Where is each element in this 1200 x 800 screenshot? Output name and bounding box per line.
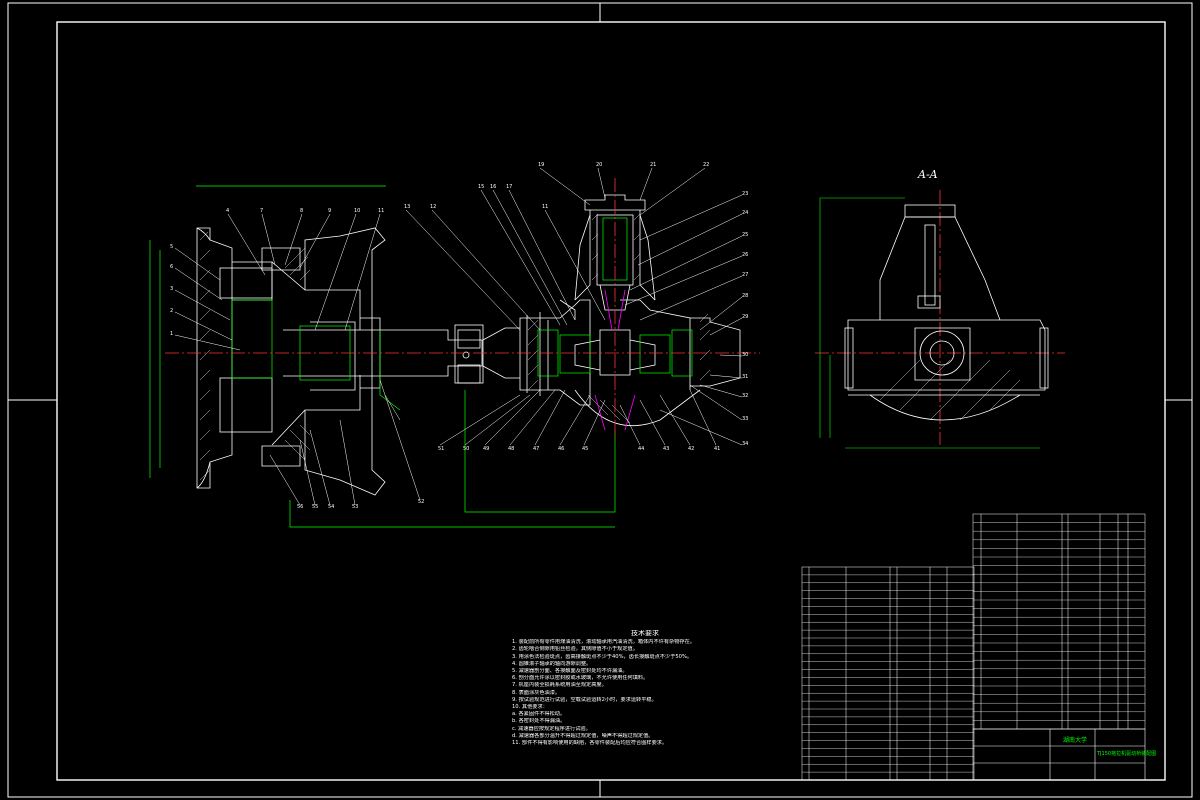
- svg-text:29: 29: [742, 314, 748, 320]
- title-block: [972, 728, 1146, 781]
- school-name: 湖南大学: [1063, 736, 1087, 744]
- svg-text:20: 20: [596, 162, 602, 168]
- tech-line: 2. 齿轮啮合侧隙用铅丝检验，其侧隙值不小于规定值。: [512, 646, 638, 653]
- tech-line: 6. 剖分面允许涂以密封胶或水玻璃，不允许使用任何填料。: [512, 675, 649, 682]
- svg-text:33: 33: [742, 416, 748, 422]
- leader-lines: [174, 167, 743, 506]
- svg-text:11: 11: [542, 204, 548, 210]
- svg-text:2: 2: [170, 308, 173, 314]
- svg-text:8: 8: [300, 208, 303, 214]
- sheet-border: [7, 2, 1193, 798]
- tech-line: 4. 圆锥滚子轴承的轴向游隙调整。: [512, 660, 592, 667]
- svg-text:19: 19: [538, 162, 544, 168]
- svg-text:3: 3: [170, 286, 173, 292]
- tech-line: 9. 按试验规范进行试验，空载试验运转2小时，要求运转平稳。: [512, 696, 657, 703]
- tech-line: b. 各密封处不得漏油。: [512, 718, 566, 725]
- svg-text:24: 24: [742, 210, 748, 216]
- svg-text:7: 7: [260, 208, 263, 214]
- svg-text:10: 10: [354, 208, 360, 214]
- svg-text:9: 9: [328, 208, 331, 214]
- svg-text:47: 47: [533, 446, 539, 452]
- magenta-details: [594, 289, 636, 431]
- svg-text:4: 4: [226, 208, 229, 214]
- svg-text:31: 31: [742, 374, 748, 380]
- svg-text:23: 23: [742, 191, 748, 197]
- technical-requirements: 技术要求 1. 装配前所有零件用煤油清洗，滚动轴承用汽油清洗，箱体内不许有杂物存…: [512, 630, 778, 747]
- center-lines: [165, 178, 1065, 445]
- svg-text:45: 45: [582, 446, 588, 452]
- svg-text:21: 21: [650, 162, 656, 168]
- tech-line: 8. 表面涂灰色油漆。: [512, 689, 561, 696]
- svg-text:46: 46: [558, 446, 564, 452]
- svg-text:22: 22: [703, 162, 709, 168]
- svg-text:49: 49: [483, 446, 489, 452]
- tech-line: 11. 部件不得有影响使用的缺陷，各零件装配后均应符合图样要求。: [512, 740, 668, 747]
- svg-text:34: 34: [742, 441, 748, 447]
- tech-line: 5. 减速器剖分面、各接触面及密封处均不许漏油。: [512, 668, 628, 675]
- svg-text:48: 48: [508, 446, 514, 452]
- svg-text:41: 41: [714, 446, 720, 452]
- svg-text:44: 44: [638, 446, 644, 452]
- svg-text:25: 25: [742, 232, 748, 238]
- svg-text:16: 16: [490, 184, 496, 190]
- svg-text:15: 15: [478, 184, 484, 190]
- tech-line: 10. 其他要求：: [512, 704, 548, 711]
- parts-list-lower: [801, 566, 975, 781]
- svg-text:1: 1: [170, 331, 173, 337]
- tech-line: 3. 用涂色法检验斑点，齿高接触斑点不少于40%，齿长接触斑点不少于50%。: [512, 653, 693, 660]
- side-view-aa: [844, 204, 1049, 421]
- svg-text:26: 26: [742, 252, 748, 258]
- svg-text:42: 42: [688, 446, 694, 452]
- svg-text:5: 5: [170, 244, 173, 250]
- tech-line: a. 各紧固件不得松动。: [512, 711, 566, 718]
- svg-text:50: 50: [463, 446, 469, 452]
- main-section-view: [196, 194, 741, 496]
- svg-text:32: 32: [742, 393, 748, 399]
- svg-text:13: 13: [404, 204, 410, 210]
- svg-text:28: 28: [742, 293, 748, 299]
- tech-lines: 1. 装配前所有零件用煤油清洗，滚动轴承用汽油清洗，箱体内不许有杂物存在。2. …: [512, 639, 778, 747]
- section-label: A-A: [917, 168, 938, 181]
- svg-text:12: 12: [430, 204, 436, 210]
- svg-text:6: 6: [170, 264, 173, 270]
- side-view-hatch: [879, 359, 1021, 421]
- drawing-name: TJ150拖拉机驱动桥装配图: [1096, 750, 1156, 757]
- svg-text:52: 52: [418, 499, 424, 505]
- svg-text:55: 55: [312, 504, 318, 510]
- svg-text:51: 51: [438, 446, 444, 452]
- svg-text:53: 53: [352, 504, 358, 510]
- svg-text:30: 30: [742, 352, 748, 358]
- side-view-dims: [819, 197, 1040, 449]
- svg-text:17: 17: [506, 184, 512, 190]
- tech-line: d. 减速器各部分温升不得超过规定值，噪声不得超过规定值。: [512, 732, 654, 739]
- tech-line: 7. 机座内装全损耗系统用油至规定高度。: [512, 682, 607, 689]
- svg-text:43: 43: [663, 446, 669, 452]
- tech-line: c. 减速器应按规定程序进行试验。: [512, 725, 591, 732]
- tech-title: 技术要求: [631, 630, 659, 637]
- tech-line: 1. 装配前所有零件用煤油清洗，滚动轴承用汽油清洗，箱体内不许有杂物存在。: [512, 639, 695, 646]
- svg-text:11: 11: [378, 208, 384, 214]
- svg-text:27: 27: [742, 272, 748, 278]
- svg-text:54: 54: [328, 504, 334, 510]
- svg-text:56: 56: [297, 504, 303, 510]
